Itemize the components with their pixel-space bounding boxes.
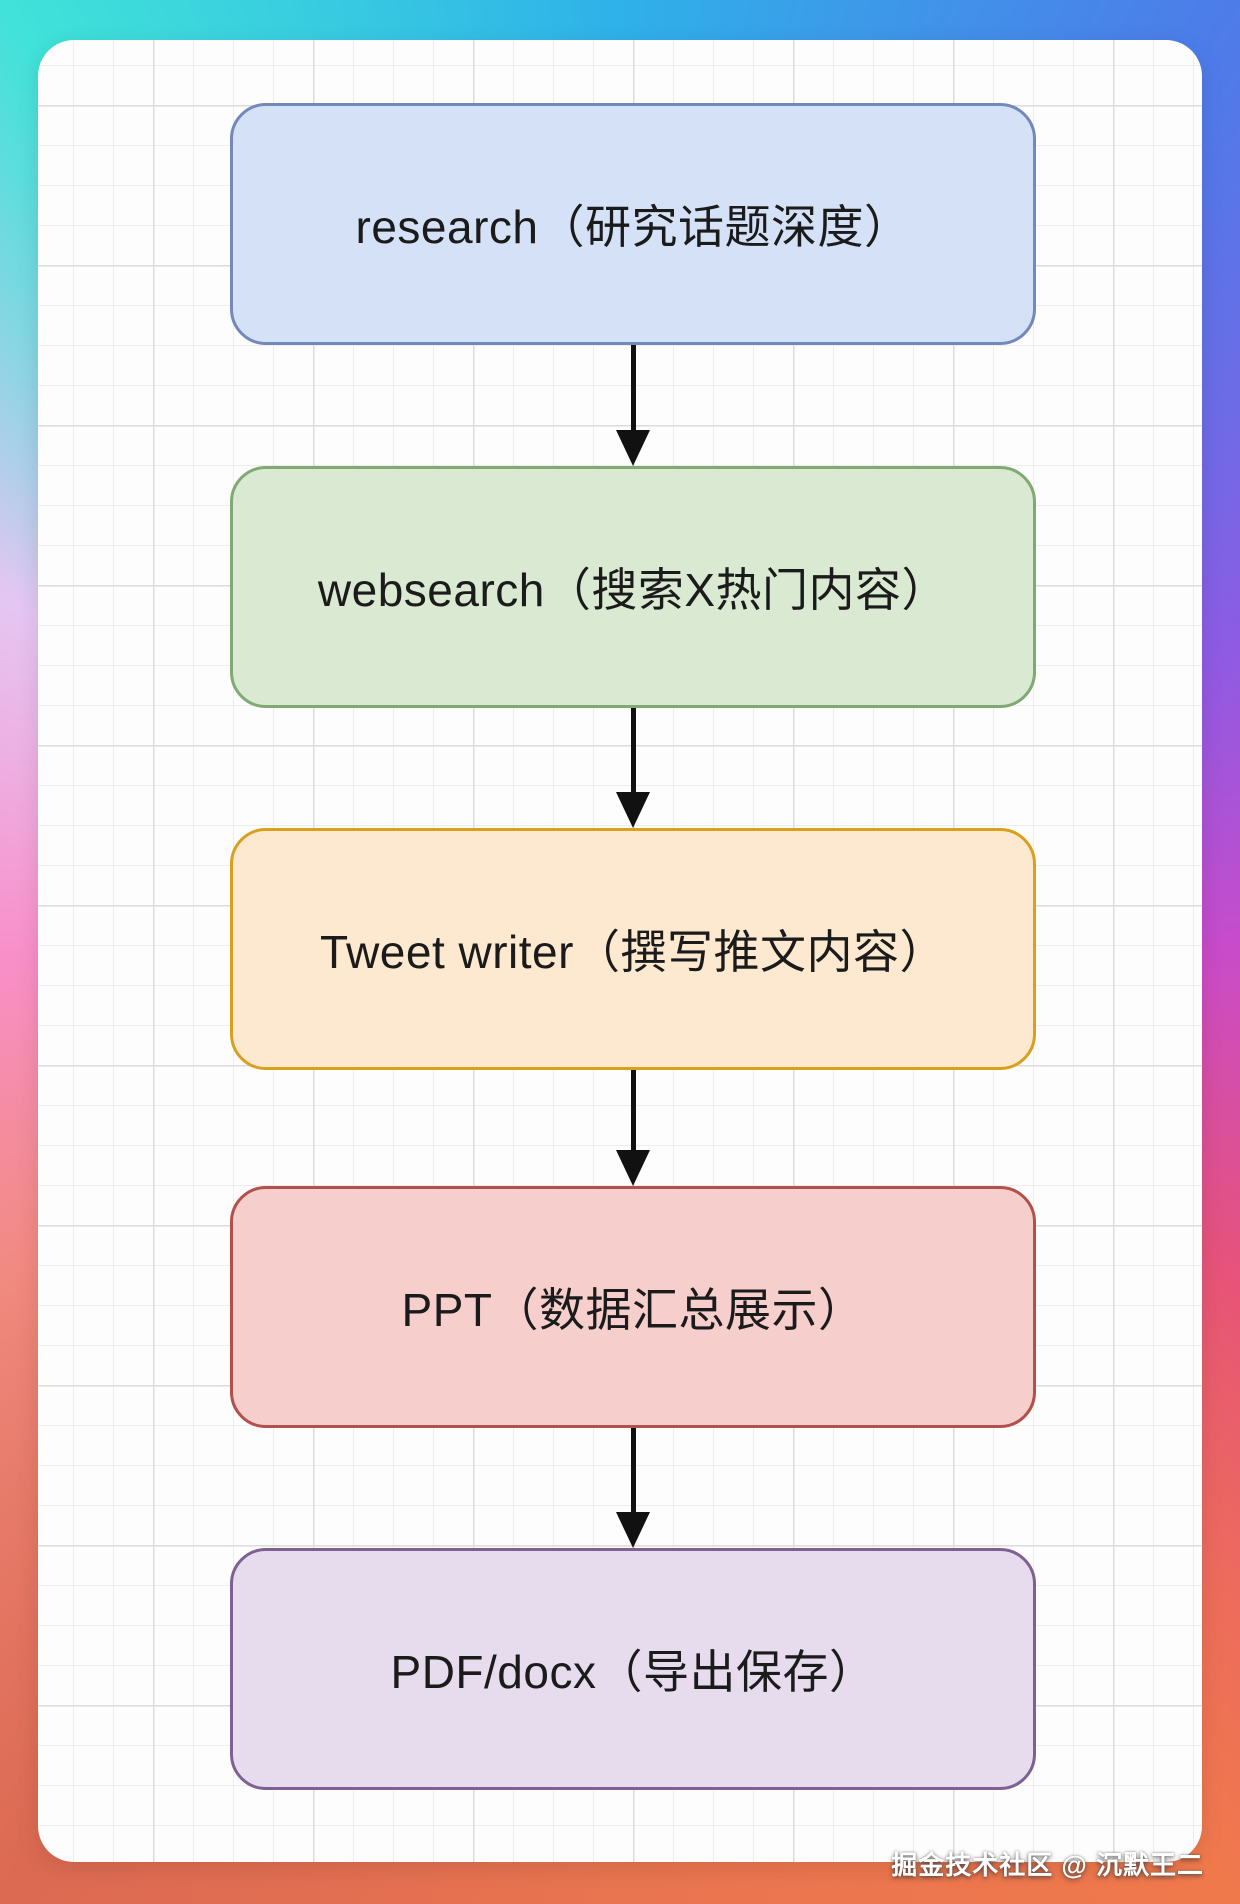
flow-node-pdf-docx: PDF/docx（导出保存） — [230, 1548, 1036, 1790]
flow-node-label: PDF/docx（导出保存） — [390, 1646, 876, 1698]
arrow-shaft — [630, 1428, 636, 1512]
arrow-shaft — [630, 1070, 636, 1150]
flow-node-label: websearch（搜索X热门内容） — [317, 564, 949, 616]
flow-node-label: Tweet writer（撰写推文内容） — [320, 926, 946, 978]
arrow-down-icon — [616, 792, 650, 828]
flow-arrow — [616, 345, 650, 466]
flow-node-ppt: PPT（数据汇总展示） — [230, 1186, 1036, 1428]
flow-arrow — [616, 1070, 650, 1186]
watermark: 掘金技术社区 @ 沉默王二 — [891, 1850, 1204, 1880]
flow-node-websearch: websearch（搜索X热门内容） — [230, 466, 1036, 708]
arrow-down-icon — [616, 430, 650, 466]
flow-node-label: PPT（数据汇总展示） — [401, 1284, 865, 1336]
flow-arrow — [616, 708, 650, 828]
arrow-shaft — [630, 345, 636, 430]
flow-node-label: research（研究话题深度） — [355, 201, 911, 253]
flow-node-tweet-writer: Tweet writer（撰写推文内容） — [230, 828, 1036, 1070]
flow-arrow — [616, 1428, 650, 1548]
arrow-down-icon — [616, 1512, 650, 1548]
arrow-shaft — [630, 708, 636, 792]
arrow-down-icon — [616, 1150, 650, 1186]
grid-card: research（研究话题深度） websearch（搜索X热门内容） Twee… — [38, 40, 1202, 1862]
flow-node-research: research（研究话题深度） — [230, 103, 1036, 345]
